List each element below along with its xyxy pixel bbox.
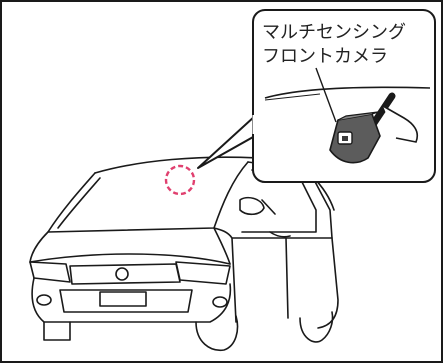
callout-box <box>252 9 436 183</box>
callout-bubble: マルチセンシング フロントカメラ <box>197 9 436 183</box>
headlight-left <box>29 261 71 283</box>
emblem <box>115 267 129 281</box>
license-plate <box>99 291 147 307</box>
rear-view-mirror <box>382 105 419 143</box>
side-mirror <box>239 196 265 216</box>
front-camera-icon <box>329 111 381 164</box>
door-seam-front <box>231 237 237 323</box>
windshield <box>47 161 249 233</box>
hood-front-edge <box>29 253 231 265</box>
rear-body-side <box>317 237 339 329</box>
callout-windshield-edge-inner <box>264 93 321 101</box>
upper-grille <box>69 263 181 285</box>
lower-grille <box>59 289 193 313</box>
callout-windshield-edge <box>264 86 431 99</box>
side-mirror-arm <box>261 199 276 215</box>
hood-left-edge <box>29 231 49 263</box>
camera-housing-top <box>337 111 379 121</box>
camera-housing <box>329 113 381 164</box>
door-handle <box>269 231 291 238</box>
callout-label-line2: フロントカメラ <box>262 46 388 67</box>
front-wheel-right <box>195 315 239 351</box>
fog-light-left <box>36 294 52 306</box>
front-bumper <box>31 277 232 323</box>
front-wheel-left <box>43 321 71 341</box>
camera-location-highlight <box>164 164 196 196</box>
callout-label-line1: マルチセンシング <box>262 22 406 43</box>
fog-light-right <box>212 296 228 308</box>
callout-leader-line <box>315 67 337 123</box>
rear-wheel <box>299 311 334 343</box>
door-seam-slide <box>285 237 289 319</box>
windshield-inner-left <box>57 177 101 229</box>
camera-lens-inner <box>342 136 348 141</box>
hood-right-edge <box>213 227 231 265</box>
